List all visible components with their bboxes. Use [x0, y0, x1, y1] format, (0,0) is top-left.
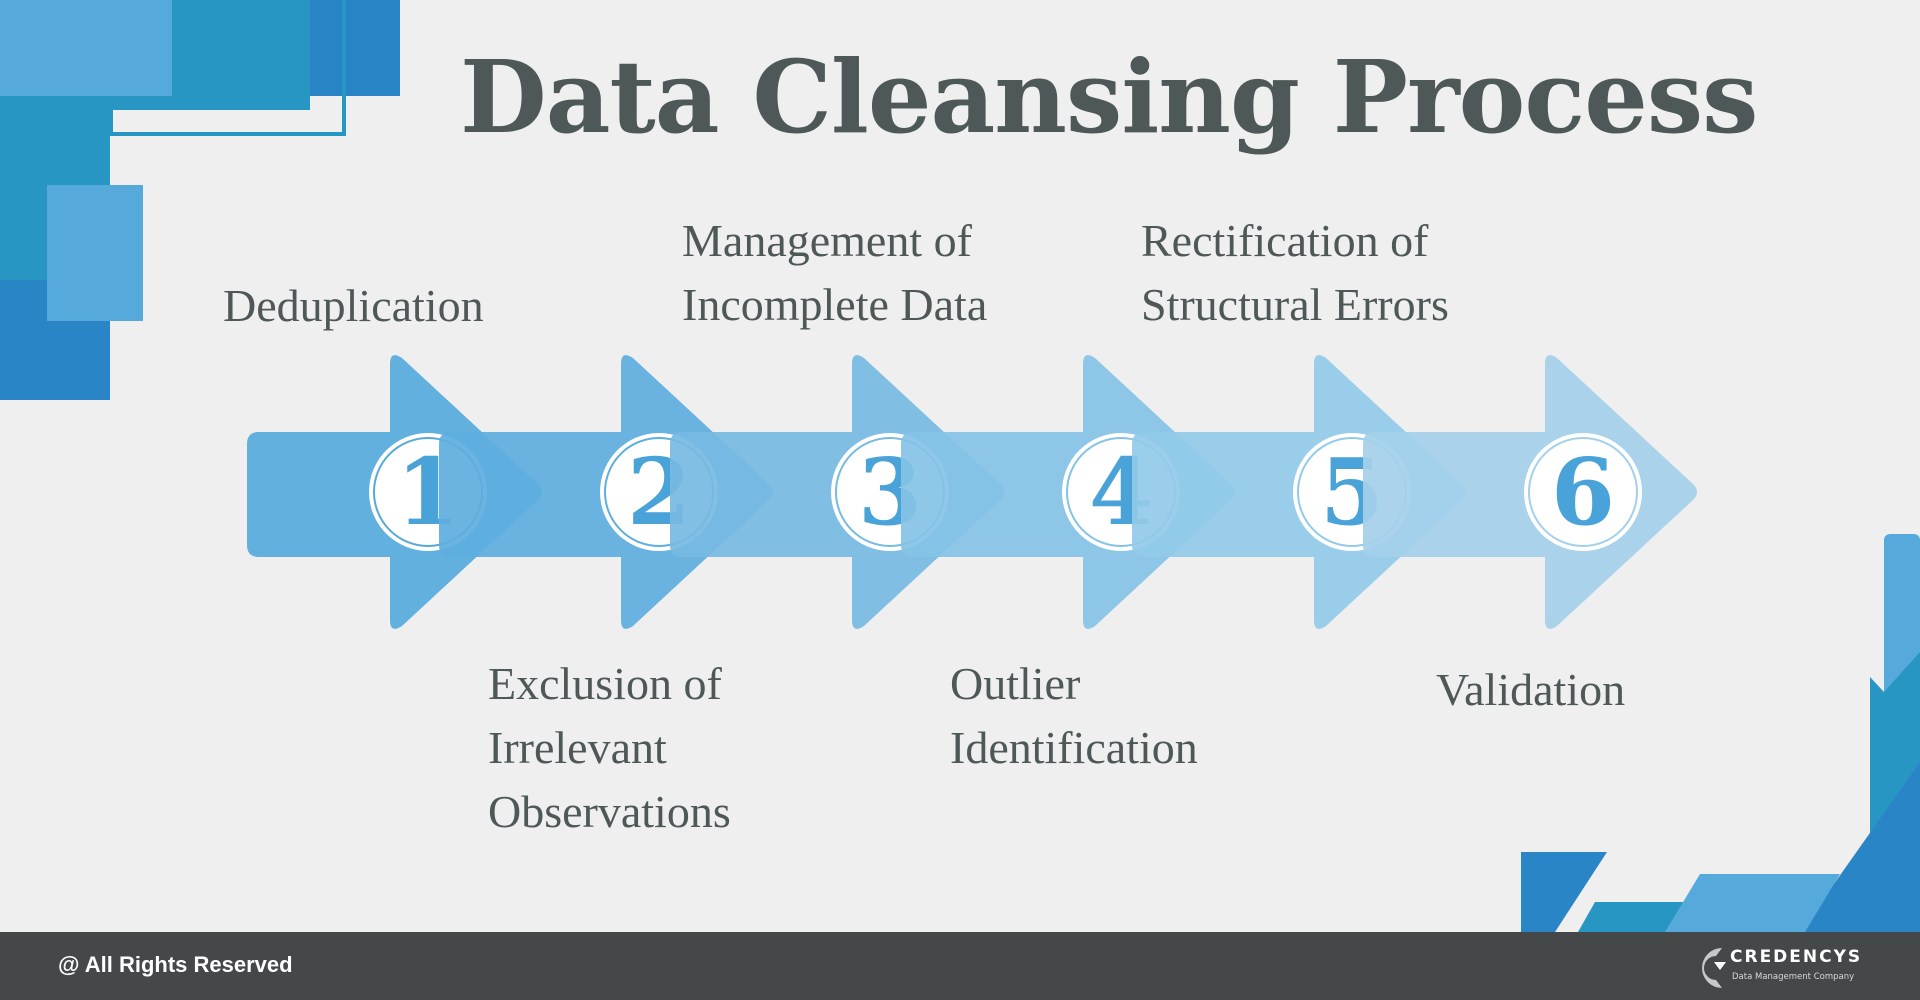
- step-3-label-line: Management of: [682, 215, 972, 266]
- step-2-label-line: Irrelevant: [488, 722, 667, 773]
- step-6-label-line: Validation: [1436, 664, 1626, 715]
- step-6-arrow: 6: [1363, 355, 1697, 629]
- step-6-badge: [1524, 433, 1642, 551]
- copyright-text: @ All Rights Reserved: [58, 952, 293, 977]
- step-1-label-line: Deduplication: [223, 280, 484, 331]
- step-5-label-line: Structural Errors: [1141, 279, 1449, 330]
- step-4-label-line: Outlier: [950, 658, 1081, 709]
- logo-name: CREDENCYS: [1730, 947, 1863, 967]
- company-logo: CREDENCYS Data Management Company: [1692, 940, 1892, 996]
- logo-mark-icon: [1702, 948, 1726, 988]
- step-3-label-line: Incomplete Data: [682, 279, 988, 330]
- step-6-badge-ring: [1528, 437, 1638, 547]
- step-5-label: Rectification of Structural Errors: [1141, 209, 1449, 337]
- corner-decoration-top-left: [0, 0, 400, 400]
- step-2-label-line: Exclusion of: [488, 658, 722, 709]
- corner-decoration-bottom-right: [1521, 534, 1920, 932]
- step-2-label-line: Observations: [488, 786, 731, 837]
- step-6-number: 6: [1551, 438, 1615, 546]
- step-2-label: Exclusion of Irrelevant Observations: [488, 652, 731, 844]
- page-title: Data Cleansing Process: [460, 38, 1758, 156]
- step-6-label: Validation: [1436, 658, 1625, 722]
- step-3-label: Management of Incomplete Data: [682, 209, 987, 337]
- step-5-label-line: Rectification of: [1141, 215, 1429, 266]
- step-1-label: Deduplication: [223, 274, 484, 338]
- step-4-label: Outlier Identification: [950, 652, 1198, 780]
- logo-tagline: Data Management Company: [1732, 972, 1855, 982]
- footer-bar: @ All Rights Reserved: [0, 932, 1920, 1000]
- step-4-label-line: Identification: [950, 722, 1198, 773]
